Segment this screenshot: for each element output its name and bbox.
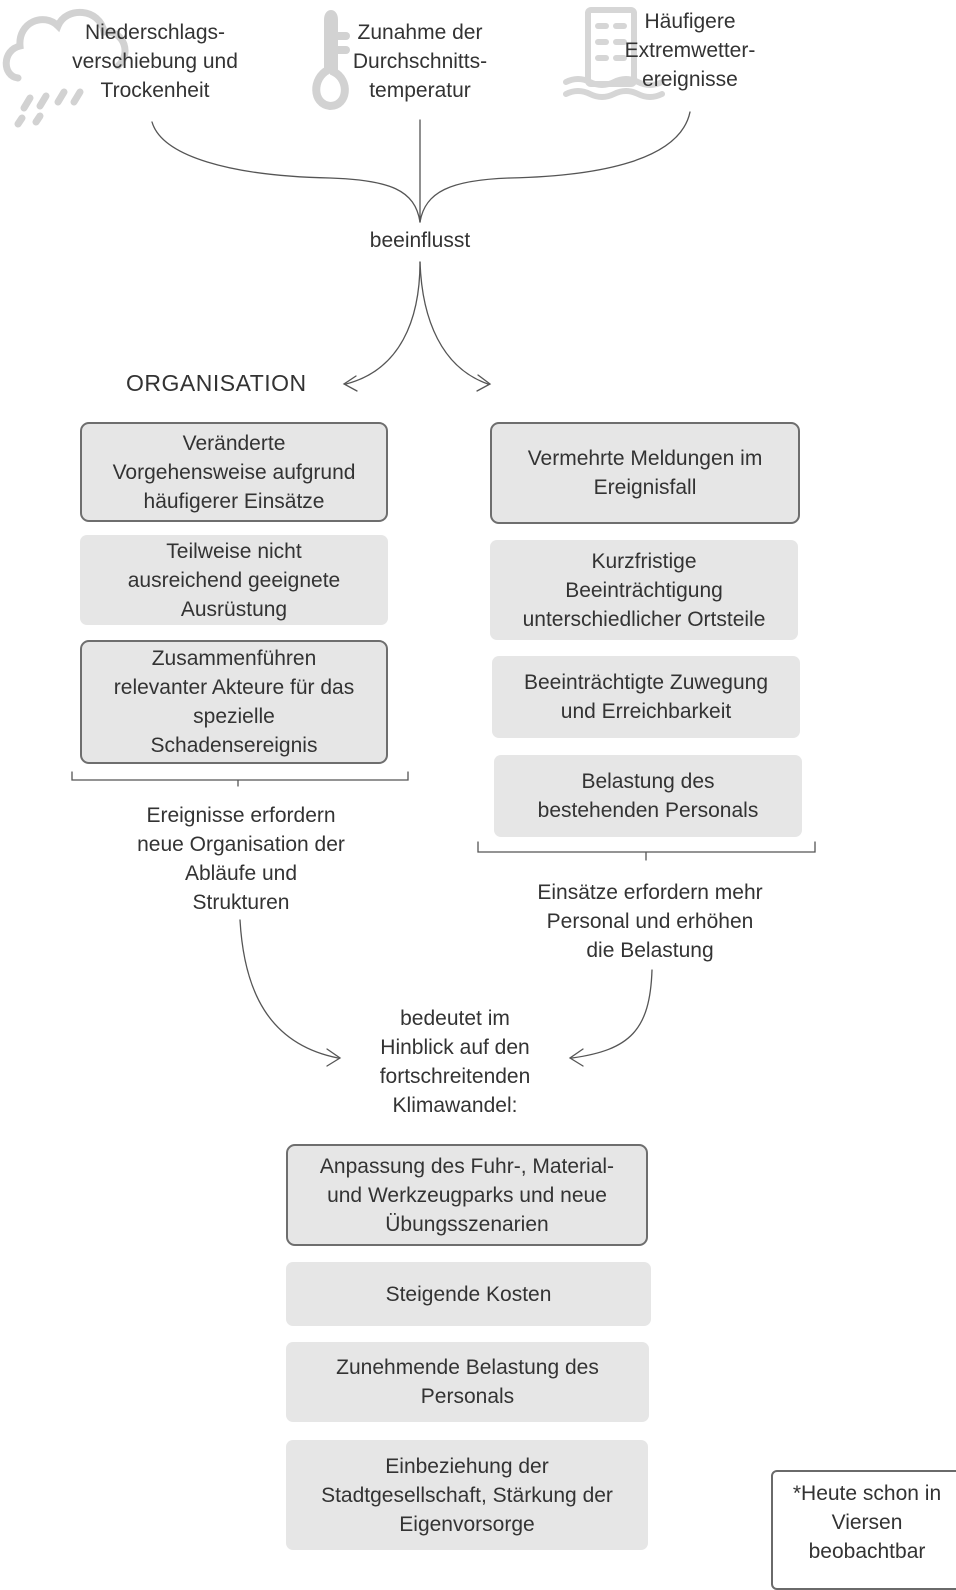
top-label-temperature: Zunahme der Durchschnitts- temperatur bbox=[352, 21, 488, 102]
bottom-box-society: Einbeziehung der Stadtgesellschaft, Stär… bbox=[286, 1440, 648, 1550]
right-box-reports: Vermehrte Meldungen im Ereignisfall bbox=[490, 422, 800, 524]
bottom-box-costs: Steigende Kosten bbox=[286, 1262, 651, 1326]
top-label-precipitation: Niederschlags- verschiebung und Trockenh… bbox=[72, 21, 238, 102]
left-box-equipment: Teilweise nicht ausreichend geeignete Au… bbox=[80, 535, 388, 625]
left-summary: Ereignisse erfordern neue Organisation d… bbox=[137, 804, 345, 914]
left-box-actors: Zusammenführen relevanter Akteure für da… bbox=[80, 640, 388, 764]
cloud-rain-icon bbox=[2, 8, 129, 128]
right-bracket bbox=[477, 841, 816, 861]
organisation-heading: ORGANISATION bbox=[126, 370, 307, 396]
arrow-to-organisation bbox=[345, 261, 421, 385]
flooded-building-icon bbox=[563, 7, 665, 100]
arrow-left-to-means bbox=[239, 919, 339, 1059]
bottom-box-staff-burden: Zunehmende Belastung des Personals bbox=[286, 1342, 649, 1422]
arrow-right-to-means bbox=[571, 969, 653, 1059]
connector-left-top bbox=[151, 121, 421, 223]
left-bracket bbox=[71, 771, 409, 787]
thermometer-icon bbox=[312, 10, 350, 111]
bottom-box-fleet: Anpassung des Fuhr-, Material- und Werkz… bbox=[286, 1144, 648, 1246]
right-summary: Einsätze erfordern mehr Personal und erh… bbox=[537, 881, 763, 962]
right-box-staff: Belastung des bestehenden Personals bbox=[494, 755, 802, 837]
influences-label: beeinflusst bbox=[369, 229, 471, 252]
connector-right-top bbox=[419, 111, 691, 223]
arrow-to-right-column bbox=[419, 261, 489, 385]
means-label: bedeutet im Hinblick auf den fortschreit… bbox=[379, 1007, 531, 1117]
right-box-access: Beeinträchtigte Zuwegung und Erreichbark… bbox=[492, 656, 800, 738]
note-text: *Heute schon in Viersen beobachtbar bbox=[792, 1482, 942, 1563]
left-box-procedure: Veränderte Vorgehensweise aufgrund häufi… bbox=[80, 422, 388, 522]
top-label-extreme-weather: Häufigere Extremwetter- ereignisse bbox=[624, 10, 756, 91]
right-box-districts: Kurzfristige Beeinträchtigung unterschie… bbox=[490, 540, 798, 640]
